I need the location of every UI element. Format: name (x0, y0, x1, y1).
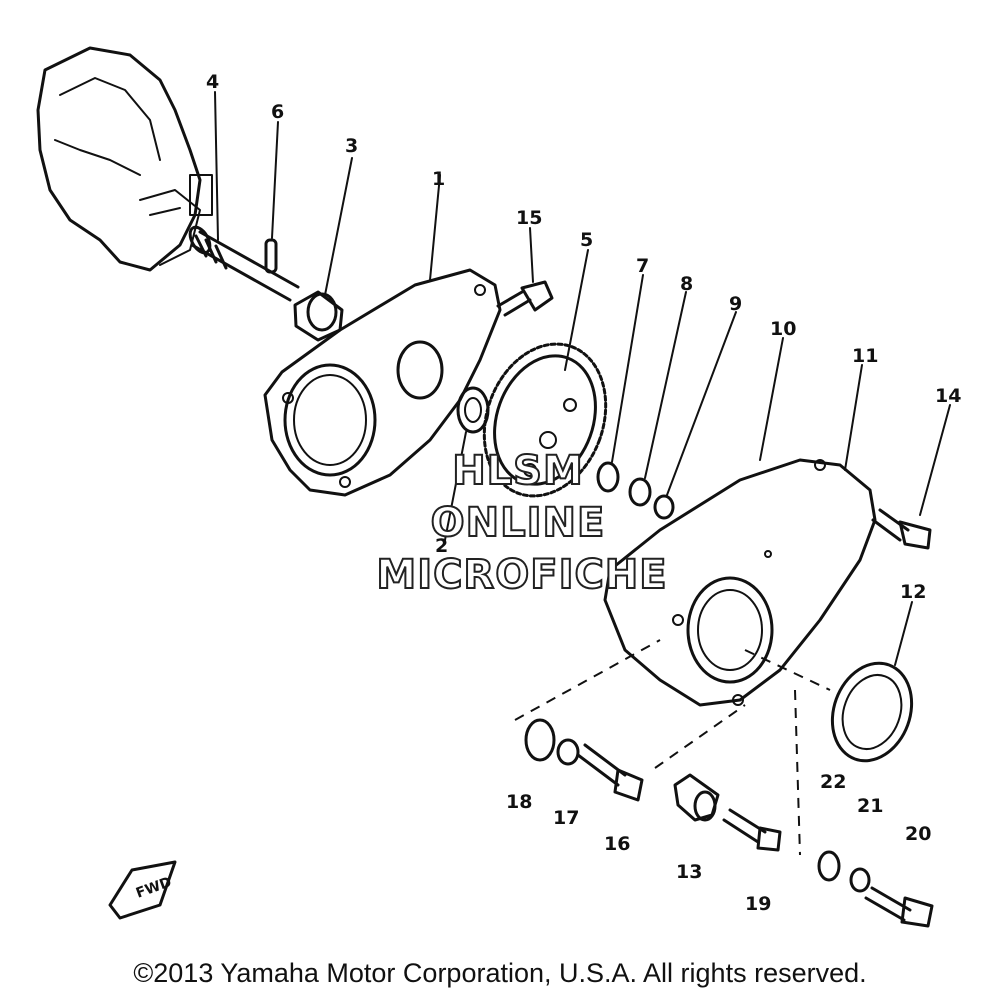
part-label-11: 11 (852, 345, 878, 367)
part-label-20: 20 (905, 823, 931, 845)
bolt-part-15 (496, 280, 554, 317)
shaft-part-4 (188, 225, 300, 302)
bolt-part-19 (722, 808, 782, 852)
part-label-9: 9 (729, 293, 742, 315)
part-label-17: 17 (553, 807, 579, 829)
washer-part-17 (556, 738, 580, 766)
watermark: HLSM ONLINE MICROFICHE (375, 447, 667, 599)
washer-part-21 (849, 867, 871, 893)
washer-part-7 (596, 461, 620, 493)
part-label-14: 14 (935, 385, 961, 407)
washer-part-18 (524, 718, 556, 762)
collar-part-13 (673, 773, 720, 822)
inner-cover-part-1 (263, 268, 502, 497)
part-label-2: 2 (435, 535, 448, 557)
part-label-7: 7 (636, 255, 649, 277)
bolt-part-20 (864, 886, 934, 928)
washer-part-22 (817, 850, 841, 882)
part-label-10: 10 (770, 318, 796, 340)
washer-part-8 (628, 477, 652, 507)
part-label-1: 1 (432, 168, 445, 190)
part-label-18: 18 (506, 791, 532, 813)
part-label-19: 19 (745, 893, 771, 915)
part-label-8: 8 (680, 273, 693, 295)
part-label-6: 6 (271, 101, 284, 123)
forward-direction-badge: FWD (108, 860, 177, 920)
leader-lines (514, 639, 831, 856)
nut-part-9 (653, 494, 675, 520)
watermark-line-3: MICROFICHE (376, 552, 667, 598)
seal-part-12 (830, 661, 914, 763)
badge-text: FWD (134, 874, 174, 902)
part-label-22: 22 (820, 771, 846, 793)
part-label-3: 3 (345, 135, 358, 157)
watermark-line-1: HLSM (452, 448, 584, 494)
part-label-16: 16 (604, 833, 630, 855)
outer-cover-part-10-11 (603, 458, 877, 707)
part-label-4: 4 (206, 71, 219, 93)
part-label-21: 21 (857, 795, 883, 817)
bolt-part-14 (871, 508, 932, 550)
watermark-line-2: ONLINE (431, 500, 606, 546)
part-label-15: 15 (516, 207, 542, 229)
engine-housing (36, 46, 213, 272)
part-number-labels: 1 2 3 4 5 6 7 8 9 10 11 12 13 14 15 16 1… (206, 71, 961, 915)
copyright-notice: ©2013 Yamaha Motor Corporation, U.S.A. A… (133, 958, 867, 988)
part-label-5: 5 (580, 229, 593, 251)
label-leaders (214, 91, 951, 666)
bolt-part-16 (576, 743, 644, 802)
pin-part-6 (264, 238, 278, 274)
part-label-13: 13 (676, 861, 702, 883)
part-label-12: 12 (900, 581, 926, 603)
